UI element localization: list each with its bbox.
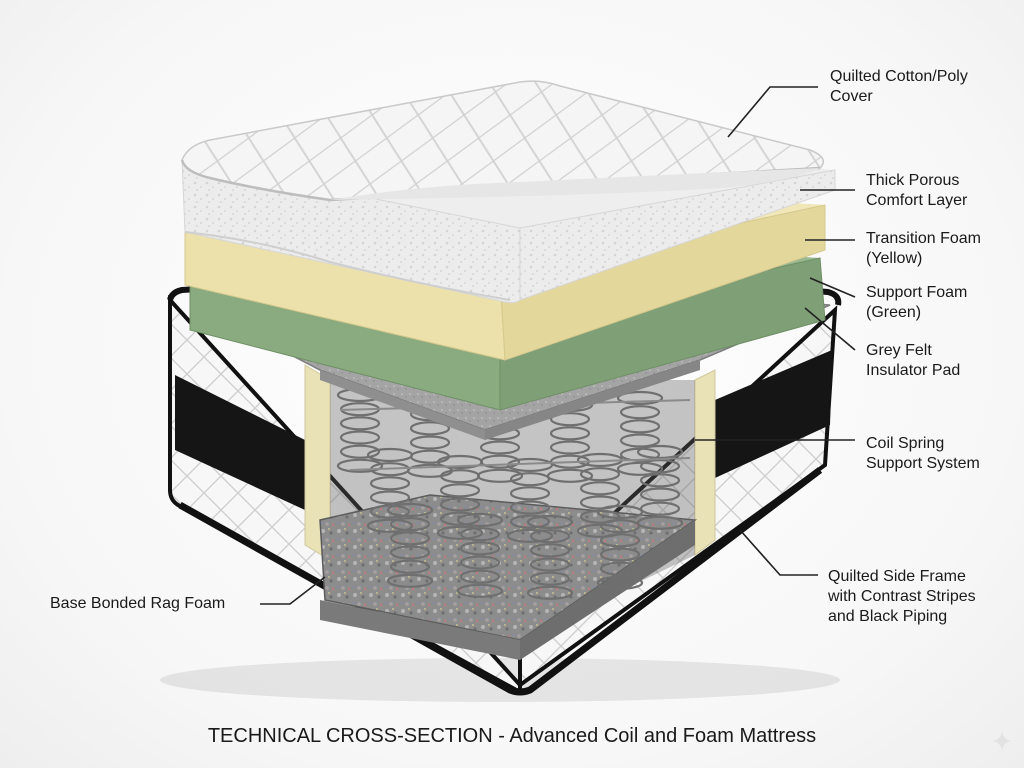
coil-spring-turn	[339, 430, 381, 445]
coil-spring-turn	[436, 525, 484, 540]
coil-spring-turn	[619, 405, 661, 420]
leader-cover	[727, 86, 818, 138]
coil-spring-turn	[369, 490, 411, 505]
coil-spring-turn	[599, 547, 641, 562]
coil-spring-turn	[526, 585, 574, 600]
coil-spring-turn	[366, 518, 414, 533]
coil-spring-turn	[506, 528, 554, 543]
coil-spring-turn	[389, 531, 431, 546]
coil-spring-turn	[529, 529, 571, 544]
coil-spring-turn	[509, 500, 551, 515]
coil-spring-turn	[526, 514, 574, 530]
coil-spring-turn	[639, 487, 681, 502]
coil-spring-turn	[579, 467, 621, 482]
coil-spring-turn	[599, 561, 641, 576]
coil-spring-turn	[439, 483, 481, 498]
coil-spring-turn	[369, 504, 411, 519]
coil-spring-turn	[616, 390, 664, 406]
coil-spring-turn	[389, 517, 431, 532]
coil-spring-turn	[439, 511, 481, 526]
coil-spring-turn	[599, 519, 641, 534]
coil-spring-turn	[599, 533, 641, 548]
coil-spring-turn	[509, 486, 551, 501]
coil-spring-turn	[456, 583, 504, 598]
coil-spring-turn	[639, 459, 681, 474]
leader-lines	[260, 86, 856, 605]
coil-spring-turn	[479, 440, 521, 455]
coil-spring-turn	[549, 440, 591, 455]
label-rag-foam: Base Bonded Rag Foam	[50, 595, 226, 612]
leader-felt	[804, 307, 856, 351]
coil-spring-turn	[616, 461, 664, 476]
coil-spring-turn	[366, 447, 414, 463]
coil-wire-rod	[349, 457, 691, 471]
label-transition-foam: Transition Foam(Yellow)	[866, 230, 981, 267]
coil-spring-turn	[339, 444, 381, 459]
coil-spring-turn	[619, 433, 661, 448]
coil-spring-turn	[439, 497, 481, 512]
coil-spring-turn	[619, 419, 661, 434]
coil-spring-turn	[596, 504, 644, 520]
coil-spring-turn	[529, 543, 571, 558]
coil-spring-turn	[389, 545, 431, 560]
leader-support	[809, 277, 856, 298]
coil-spring-turn	[576, 523, 624, 538]
coil-spring-turn	[579, 481, 621, 496]
coil-spring-turn	[596, 575, 644, 590]
coil-spring-turn	[456, 512, 504, 528]
diagram-caption: TECHNICAL CROSS-SECTION - Advanced Coil …	[207, 725, 817, 747]
coil-spring-turn	[336, 458, 384, 473]
coil-spring-turn	[529, 571, 571, 586]
coil-spring-turn	[549, 412, 591, 427]
coil-spring-turn	[386, 573, 434, 588]
coil-spring-turn	[459, 555, 501, 570]
coil-spring-turn	[459, 527, 501, 542]
coil-spring-turn	[636, 444, 684, 460]
label-support-foam: Support Foam(Green)	[866, 284, 968, 321]
rag-foam-base	[319, 494, 698, 660]
coil-spring-turn	[439, 469, 481, 484]
coil-spring-turn	[369, 476, 411, 491]
coil-spring-turn	[386, 502, 434, 518]
coil-spring-turn	[549, 426, 591, 441]
leader-base	[260, 576, 326, 605]
coil-spring-turn	[639, 473, 681, 488]
coil-spring-turn	[459, 569, 501, 584]
coil-spring-turn	[509, 472, 551, 487]
coil-spring-turn	[409, 421, 451, 436]
coil-spring-turn	[339, 416, 381, 431]
coil-spring-turn	[436, 454, 484, 470]
coil-spring-turn	[639, 501, 681, 516]
coil-spring-turn	[389, 559, 431, 574]
leader-side	[739, 529, 818, 576]
coil-spring-turn	[509, 514, 551, 529]
coil-spring-turn	[529, 557, 571, 572]
sparkle-icon	[992, 731, 1012, 751]
quilted-cover	[180, 80, 825, 202]
coil-spring-turn	[409, 435, 451, 450]
coil-spring-turn	[459, 541, 501, 556]
